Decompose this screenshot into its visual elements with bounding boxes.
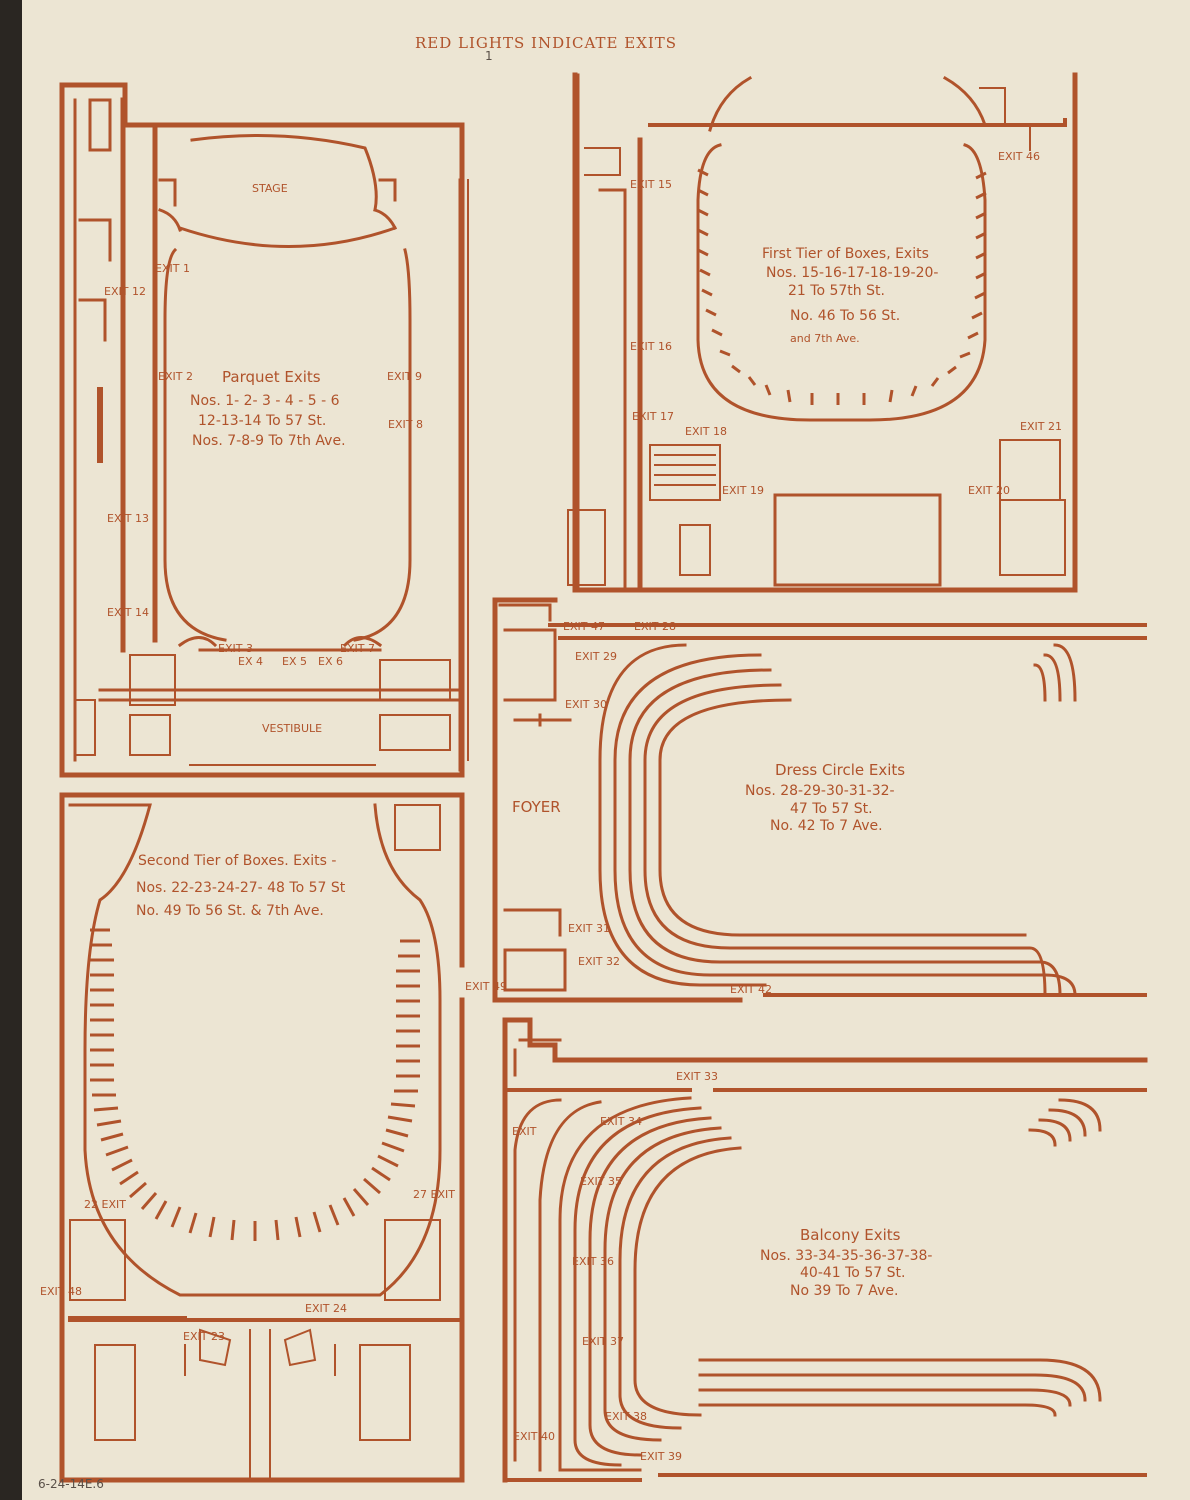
- stage-label: STAGE: [252, 182, 288, 195]
- exit-3-label: EXIT 3: [218, 642, 253, 655]
- parquet-line-1: Nos. 1- 2- 3 - 4 - 5 - 6: [190, 393, 340, 409]
- exit-16-label: EXIT 16: [630, 340, 672, 353]
- exit-14-label: EXIT 14: [107, 606, 149, 619]
- exit-17-label: EXIT 17: [632, 410, 674, 423]
- exit-40-label: EXIT 40: [513, 1430, 555, 1443]
- dress-circle-line-4: No. 42 To 7 Ave.: [770, 818, 883, 834]
- exit-4-label: EX 4: [238, 655, 263, 668]
- exit-33-label: EXIT 33: [676, 1070, 718, 1083]
- second-tier-line-2: Nos. 22-23-24-27- 48 To 57 St: [136, 880, 346, 896]
- box-seat-marks: [90, 168, 987, 1241]
- parquet-line-2: 12-13-14 To 57 St.: [198, 413, 326, 429]
- exit-35-label: EXIT 35: [580, 1175, 622, 1188]
- dress-circle-curves: [598, 643, 1077, 997]
- parquet-line-3: Nos. 7-8-9 To 7th Ave.: [192, 433, 346, 449]
- torn-page-edge: [0, 0, 22, 1500]
- exit-28-label: EXIT 28: [634, 620, 676, 633]
- first-tier-line-4: No. 46 To 56 St.: [790, 308, 900, 324]
- second-tier-line-3: No. 49 To 56 St. & 7th Ave.: [136, 903, 324, 919]
- exit-24-label: EXIT 24: [305, 1302, 347, 1315]
- exit-2-label: EXIT 2: [158, 370, 193, 383]
- exit-41-label: EXIT: [512, 1125, 537, 1138]
- balcony-line-3: 40-41 To 57 St.: [800, 1265, 905, 1281]
- exit-34-label: EXIT 34: [600, 1115, 642, 1128]
- exit-38-label: EXIT 38: [605, 1410, 647, 1423]
- exit-20-label: EXIT 20: [968, 484, 1010, 497]
- exit-36-label: EXIT 36: [572, 1255, 614, 1268]
- balcony-line-2: Nos. 33-34-35-36-37-38-: [760, 1248, 932, 1264]
- exit-27-label: 27 EXIT: [413, 1188, 455, 1201]
- exit-46-label: EXIT 46: [998, 150, 1040, 163]
- dress-circle-line-2: Nos. 28-29-30-31-32-: [745, 783, 895, 799]
- exit-6-label: EX 6: [318, 655, 343, 668]
- exit-9-label: EXIT 9: [387, 370, 422, 383]
- exit-21-label: EXIT 21: [1020, 420, 1062, 433]
- header-title: RED LIGHTS INDICATE EXITS: [415, 34, 677, 52]
- foyer-label: FOYER: [512, 798, 561, 816]
- second-tier-plan: [59, 792, 465, 1483]
- exit-13-label: EXIT 13: [107, 512, 149, 525]
- vestibule-label: VESTIBULE: [262, 722, 322, 735]
- second-tier-line-1: Second Tier of Boxes. Exits -: [138, 853, 336, 869]
- exit-5-label: EX 5: [282, 655, 307, 668]
- exit-39-label: EXIT 39: [640, 1450, 682, 1463]
- exit-15-label: EXIT 15: [630, 178, 672, 191]
- balcony-plan: [502, 1017, 1148, 1483]
- balcony-line-1: Balcony Exits: [800, 1226, 901, 1244]
- exit-30-label: EXIT 30: [565, 698, 607, 711]
- balcony-curves: [513, 1096, 1102, 1472]
- exit-31-label: EXIT 31: [568, 922, 610, 935]
- exit-48-label: EXIT 48: [40, 1285, 82, 1298]
- first-tier-line-5: and 7th Ave.: [790, 332, 860, 345]
- catalog-note: 6-24-14E.6: [38, 1477, 104, 1491]
- exit-23-label: EXIT 23: [183, 1330, 225, 1343]
- header-handwritten-mark: 1: [485, 49, 493, 63]
- exit-7-label: EXIT 7: [340, 642, 375, 655]
- exit-19-label: EXIT 19: [722, 484, 764, 497]
- dress-circle-line-1: Dress Circle Exits: [775, 761, 905, 779]
- dress-circle-plan: [492, 597, 1147, 1003]
- exit-22-label: 22 EXIT: [84, 1198, 126, 1211]
- first-tier-line-2: Nos. 15-16-17-18-19-20-: [766, 265, 938, 281]
- exit-18-label: EXIT 18: [685, 425, 727, 438]
- exit-1-label: EXIT 1: [155, 262, 190, 275]
- exit-8-label: EXIT 8: [388, 418, 423, 431]
- balcony-line-4: No 39 To 7 Ave.: [790, 1283, 898, 1299]
- dress-circle-line-3: 47 To 57 St.: [790, 801, 873, 817]
- exit-12-label: EXIT 12: [104, 285, 146, 298]
- exit-49-label: EXIT 49: [465, 980, 507, 993]
- parquet-plan: [59, 82, 469, 778]
- exit-37-label: EXIT 37: [582, 1335, 624, 1348]
- exit-29-label: EXIT 29: [575, 650, 617, 663]
- exit-42-label: EXIT 42: [730, 983, 772, 996]
- parquet-title: Parquet Exits: [222, 368, 321, 386]
- exit-47-label: EXIT 47: [563, 620, 605, 633]
- first-tier-line-3: 21 To 57th St.: [788, 283, 885, 299]
- first-tier-line-1: First Tier of Boxes, Exits: [762, 246, 929, 262]
- exit-32-label: EXIT 32: [578, 955, 620, 968]
